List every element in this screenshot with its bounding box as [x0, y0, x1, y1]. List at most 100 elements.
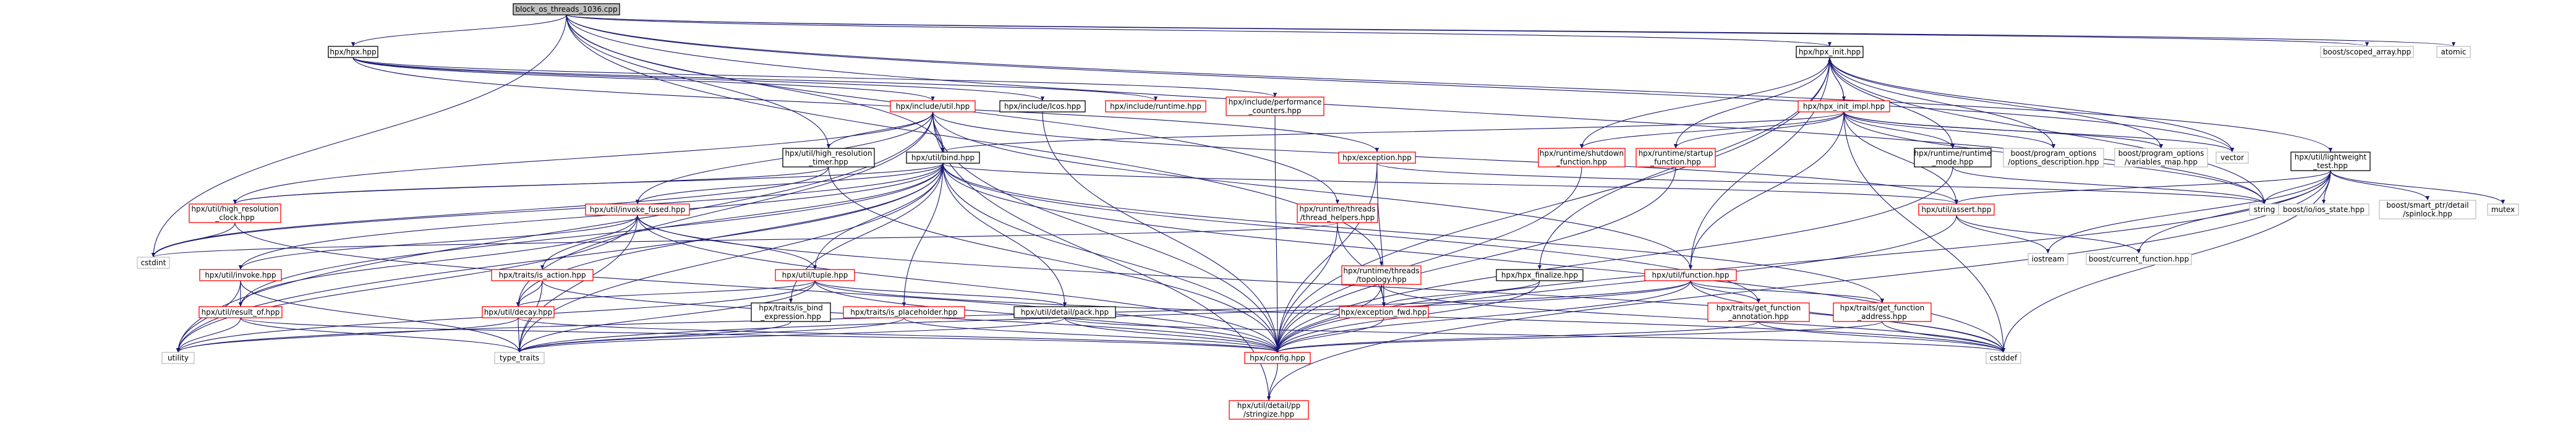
node-hpx_init_impl[interactable]: hpx/hpx_init_impl.hpp	[1798, 100, 1890, 113]
node-hpx_hpp[interactable]: hpx/hpx.hpp	[328, 46, 378, 58]
node-is_bind_expr[interactable]: hpx/traits/is_bind_expression.hpp	[751, 302, 831, 322]
node-root[interactable]: block_os_threads_1036.cpp	[513, 3, 620, 15]
node-get_fn_address[interactable]: hpx/traits/get_function_address.hpp	[1833, 302, 1932, 322]
node-vector[interactable]: vector	[2216, 151, 2249, 164]
node-stringize[interactable]: hpx/util/detail/pp/stringize.hpp	[1229, 400, 1309, 420]
node-label: hpx/util/assert.hpp	[1922, 205, 1992, 214]
node-label: _annotation.hpp	[1728, 312, 1789, 321]
node-startup_fn[interactable]: hpx/runtime/startup_function.hpp	[1636, 148, 1716, 168]
node-include_runtime[interactable]: hpx/include/runtime.hpp	[1105, 100, 1206, 113]
node-topology[interactable]: hpx/runtime/threads/topology.hpp	[1341, 265, 1422, 285]
node-invoke_hpp[interactable]: hpx/util/invoke.hpp	[199, 269, 282, 281]
node-get_fn_annotation[interactable]: hpx/traits/get_function_annotation.hpp	[1707, 302, 1810, 322]
edge-include_util-to-function_hpp	[932, 111, 1693, 270]
node-thread_helpers[interactable]: hpx/runtime/threads/thread_helpers.hpp	[1297, 203, 1378, 223]
node-label: _counters.hpp	[1248, 106, 1301, 115]
edge-result_of-to-type_traits	[240, 317, 521, 353]
node-utility[interactable]: utility	[161, 352, 195, 364]
node-runtime_mode[interactable]: hpx/runtime/runtime_mode.hpp	[1914, 148, 1992, 168]
node-label: atomic	[2441, 48, 2466, 56]
node-is_placeholder[interactable]: hpx/traits/is_placeholder.hpp	[843, 306, 965, 318]
node-current_fn[interactable]: boost/current_function.hpp	[2086, 253, 2192, 265]
edge-pack_hpp-to-config_hpp	[1064, 317, 1279, 353]
node-mutex[interactable]: mutex	[2487, 203, 2519, 216]
node-lightweight_test[interactable]: hpx/util/lightweight_test.hpp	[2290, 151, 2371, 171]
node-iostream[interactable]: iostream	[2028, 253, 2068, 265]
node-function_hpp[interactable]: hpx/util/function.hpp	[1644, 269, 1737, 281]
node-box	[1338, 151, 1416, 164]
node-label: hpx/traits/get_function	[1717, 304, 1801, 312]
node-label: hpx/hpx_init.hpp	[1799, 48, 1861, 56]
edge-runtime_mode-to-string	[1952, 166, 2266, 205]
node-label: hpx/util/function.hpp	[1652, 271, 1729, 279]
node-bind_hpp[interactable]: hpx/util/bind.hpp	[906, 151, 980, 164]
edge-bind_hpp-to-is_placeholder	[902, 163, 944, 307]
node-box	[2436, 46, 2471, 58]
node-label: hpx/config.hpp	[1250, 354, 1305, 362]
edge-pack_hpp-to-cstddef	[1064, 317, 2005, 353]
node-hpx_finalize[interactable]: hpx/hpx_finalize.hpp	[1496, 269, 1584, 281]
node-assert_hpp[interactable]: hpx/util/assert.hpp	[1918, 203, 1995, 216]
edge-include_util-to-utility	[176, 111, 934, 353]
node-high_res_clock[interactable]: hpx/util/high_resolution_clock.hpp	[189, 203, 281, 223]
node-label: hpx/hpx.hpp	[330, 48, 376, 56]
node-include_lcos[interactable]: hpx/include/lcos.hpp	[999, 100, 1086, 113]
node-high_res_timer[interactable]: hpx/util/high_resolution_timer.hpp	[782, 148, 875, 168]
node-string[interactable]: string	[2249, 203, 2280, 216]
node-box	[1914, 148, 1992, 168]
node-invoke_fused[interactable]: hpx/util/invoke_fused.hpp	[585, 203, 690, 216]
node-box	[1918, 203, 1995, 216]
node-box	[2320, 46, 2414, 58]
edge-invoke_fused-to-invoke_hpp	[239, 215, 638, 270]
node-hpx_init_hpp[interactable]: hpx/hpx_init.hpp	[1796, 46, 1864, 58]
node-pack_hpp[interactable]: hpx/util/detail/pack.hpp	[1013, 306, 1116, 318]
node-is_action[interactable]: hpx/traits/is_action.hpp	[491, 269, 594, 281]
node-spinlock[interactable]: boost/smart_ptr/detail/spinlock.hpp	[2379, 200, 2476, 219]
node-box	[2028, 253, 2068, 265]
node-scoped_array[interactable]: boost/scoped_array.hpp	[2320, 46, 2414, 58]
edge-pack_hpp-to-type_traits	[518, 317, 1065, 353]
node-cstddef[interactable]: cstddef	[1985, 352, 2021, 364]
node-box	[2290, 151, 2371, 171]
node-label: /thread_helpers.hpp	[1300, 213, 1375, 222]
edge-root-to-hpx_init_hpp	[566, 14, 1832, 47]
node-include_perf[interactable]: hpx/include/performance_counters.hpp	[1226, 96, 1324, 116]
node-box	[1707, 302, 1810, 322]
node-decay_hpp[interactable]: hpx/util/decay.hpp	[482, 306, 555, 318]
node-label: boost/program_options	[2118, 149, 2204, 158]
node-include_util[interactable]: hpx/include/util.hpp	[890, 100, 976, 113]
node-atomic[interactable]: atomic	[2436, 46, 2471, 58]
node-config_hpp[interactable]: hpx/config.hpp	[1244, 352, 1311, 364]
node-shutdown_fn[interactable]: hpx/runtime/shutdown_function.hpp	[1538, 148, 1626, 168]
node-result_of[interactable]: hpx/util/result_of.hpp	[198, 306, 283, 318]
node-box	[1229, 400, 1309, 420]
node-label: hpx/include/util.hpp	[896, 102, 970, 111]
edge-hpx_init_impl-to-shutdown_fn	[1580, 111, 1845, 149]
node-po_vmap[interactable]: boost/program_options/variables_map.hpp	[2114, 148, 2208, 168]
node-po_desc[interactable]: boost/program_options/options_descriptio…	[2003, 148, 2104, 168]
node-label: hpx/util/detail/pack.hpp	[1021, 308, 1109, 317]
node-exception_hpp[interactable]: hpx/exception.hpp	[1338, 151, 1416, 164]
node-box	[1644, 269, 1737, 281]
edge-invoke_fused-to-cstddef	[637, 215, 2005, 353]
node-label: _test.hpp	[2313, 161, 2348, 170]
node-label: hpx/util/tuple.hpp	[782, 271, 848, 279]
node-box	[1496, 269, 1584, 281]
edge-lightweight_test-to-string	[2262, 170, 2331, 205]
node-cstdint[interactable]: cstdint	[137, 257, 170, 269]
node-box	[1013, 306, 1116, 318]
node-type_traits[interactable]: type_traits	[494, 352, 545, 364]
node-exception_fwd[interactable]: hpx/exception_fwd.hpp	[1339, 306, 1429, 318]
edge-root-to-lightweight_test	[566, 14, 2332, 153]
node-label: /options_description.hpp	[2008, 158, 2099, 166]
node-label: hpx/util/high_resolution	[785, 149, 872, 158]
edge-hpx_init_impl-to-hpx_init_hpp	[1827, 57, 1845, 101]
node-io_state[interactable]: boost/io/ios_state.hpp	[2278, 203, 2369, 216]
edge-exception_hpp-to-exception_fwd	[1376, 163, 1386, 307]
node-box	[999, 100, 1086, 113]
node-label: mutex	[2491, 205, 2515, 214]
node-tuple_hpp[interactable]: hpx/util/tuple.hpp	[775, 269, 855, 281]
edge-bind_hpp-to-cstdint	[151, 163, 944, 258]
edge-bind_hpp-to-get_fn_address	[942, 163, 1884, 304]
